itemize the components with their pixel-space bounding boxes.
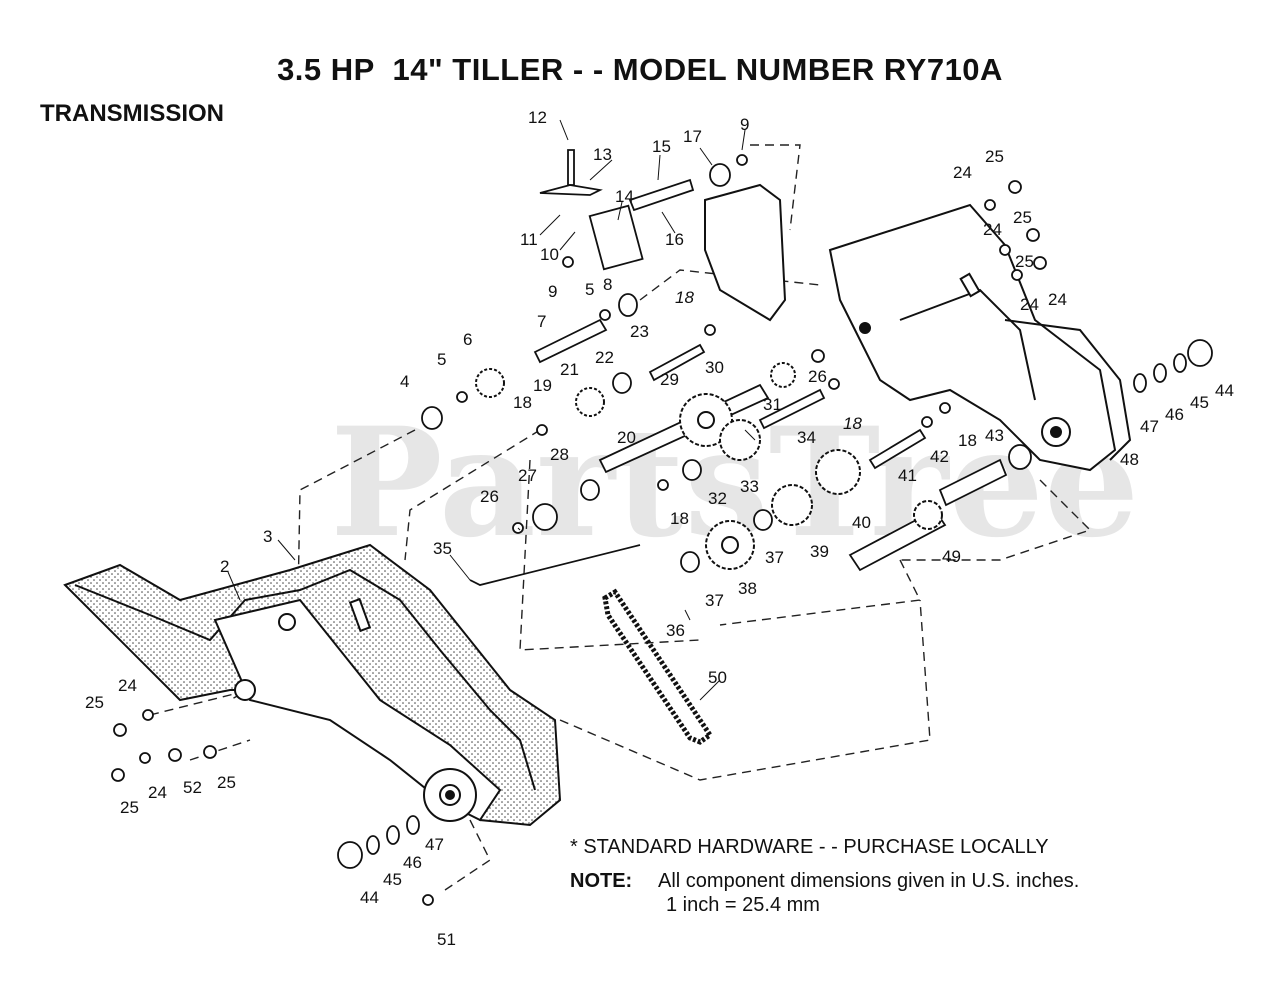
callout-10: 10 — [540, 245, 559, 264]
page-title: 3.5 HP 14" TILLER - - MODEL NUMBER RY710… — [277, 52, 1003, 87]
callout-13: 13 — [593, 145, 612, 164]
callout-9: 9 — [740, 115, 749, 134]
callout-15: 15 — [652, 137, 671, 156]
callout-24: 24 — [148, 783, 167, 802]
callout-26: 26 — [480, 487, 499, 506]
callout-36: 36 — [666, 621, 685, 640]
callout-6: 6 — [463, 330, 472, 349]
callout-44: 44 — [1215, 381, 1234, 400]
note-line-1: All component dimensions given in U.S. i… — [658, 870, 1080, 892]
callout-23: 23 — [630, 322, 649, 341]
callout-41: 41 — [898, 466, 917, 485]
callout-21: 21 — [560, 360, 579, 379]
section-title: TRANSMISSION — [40, 100, 225, 127]
callout-29: 29 — [660, 370, 679, 389]
callout-3: 3 — [263, 527, 272, 546]
drive-chain — [602, 588, 714, 745]
callout-12: 12 — [528, 108, 547, 127]
callout-43: 43 — [985, 426, 1004, 445]
callout-18: 18 — [958, 431, 977, 450]
callout-18: 18 — [843, 414, 862, 433]
callout-labels: 12 13 15 17 9 14 11 10 16 9 5 8 7 18 23 … — [85, 108, 1234, 949]
callout-24: 24 — [983, 220, 1002, 239]
callout-25: 25 — [217, 773, 236, 792]
callout-47: 47 — [425, 835, 444, 854]
callout-42: 42 — [930, 447, 949, 466]
callout-4: 4 — [400, 372, 409, 391]
note-line-2: 1 inch = 25.4 mm — [666, 894, 820, 916]
callout-44: 44 — [360, 888, 379, 907]
callout-46: 46 — [1165, 405, 1184, 424]
callout-24: 24 — [1020, 295, 1039, 314]
callout-45: 45 — [383, 870, 402, 889]
callout-40: 40 — [852, 513, 871, 532]
callout-45: 45 — [1190, 393, 1209, 412]
callout-37: 37 — [705, 591, 724, 610]
callout-25: 24 — [1048, 290, 1067, 309]
callout-2: 2 — [220, 557, 229, 576]
callout-8: 8 — [603, 275, 612, 294]
callout-16: 16 — [665, 230, 684, 249]
callout-38: 38 — [738, 579, 757, 598]
hardware-parts — [111, 154, 1213, 906]
callout-39: 39 — [810, 542, 829, 561]
callout-20: 20 — [617, 428, 636, 447]
callout-17: 17 — [683, 127, 702, 146]
callout-14: 14 — [615, 187, 634, 206]
sprockets — [475, 362, 943, 570]
callout-49: 49 — [942, 547, 961, 566]
callout-46: 46 — [403, 853, 422, 872]
right-housing — [704, 183, 1132, 472]
callout-52: 52 — [183, 778, 202, 797]
callout-33: 33 — [740, 477, 759, 496]
callout-24: 24 — [118, 676, 137, 695]
callout-22: 22 — [595, 348, 614, 367]
callout-31: 31 — [763, 395, 782, 414]
callout-7: 7 — [537, 312, 546, 331]
callout-34: 34 — [797, 428, 816, 447]
callout-11: 11 — [520, 230, 538, 249]
callout-9: 9 — [548, 282, 557, 301]
callout-25: 25 — [85, 693, 104, 712]
callout-28: 28 — [550, 445, 569, 464]
callout-30: 30 — [705, 358, 724, 377]
callout-51: 51 — [437, 930, 456, 949]
callout-35: 35 — [433, 539, 452, 558]
callout-24: 25 — [1015, 252, 1034, 271]
callout-18: 18 — [675, 288, 694, 307]
callout-19: 19 — [533, 376, 552, 395]
leader-lines — [227, 119, 756, 701]
callout-18: 18 — [670, 509, 689, 528]
callout-25: 25 — [1013, 208, 1032, 227]
callout-32: 32 — [708, 489, 727, 508]
callout-37: 37 — [765, 548, 784, 567]
callout-25: 25 — [985, 147, 1004, 166]
callout-50: 50 — [708, 668, 727, 687]
callout-18: 18 — [513, 393, 532, 412]
note-label: NOTE: — [570, 870, 633, 892]
callout-25: 25 — [120, 798, 139, 817]
callout-5: 5 — [437, 350, 446, 369]
callout-26: 26 — [808, 367, 827, 386]
callout-48: 48 — [1120, 450, 1139, 469]
left-housing — [63, 543, 562, 827]
dimension-note: NOTE: All component dimensions given in … — [570, 870, 1079, 916]
callout-5: 5 — [585, 280, 594, 299]
callout-27: 27 — [518, 466, 537, 485]
standard-hardware-note: * STANDARD HARDWARE - - PURCHASE LOCALLY — [570, 836, 1049, 858]
callout-24: 24 — [953, 163, 972, 182]
callout-47: 47 — [1140, 417, 1159, 436]
